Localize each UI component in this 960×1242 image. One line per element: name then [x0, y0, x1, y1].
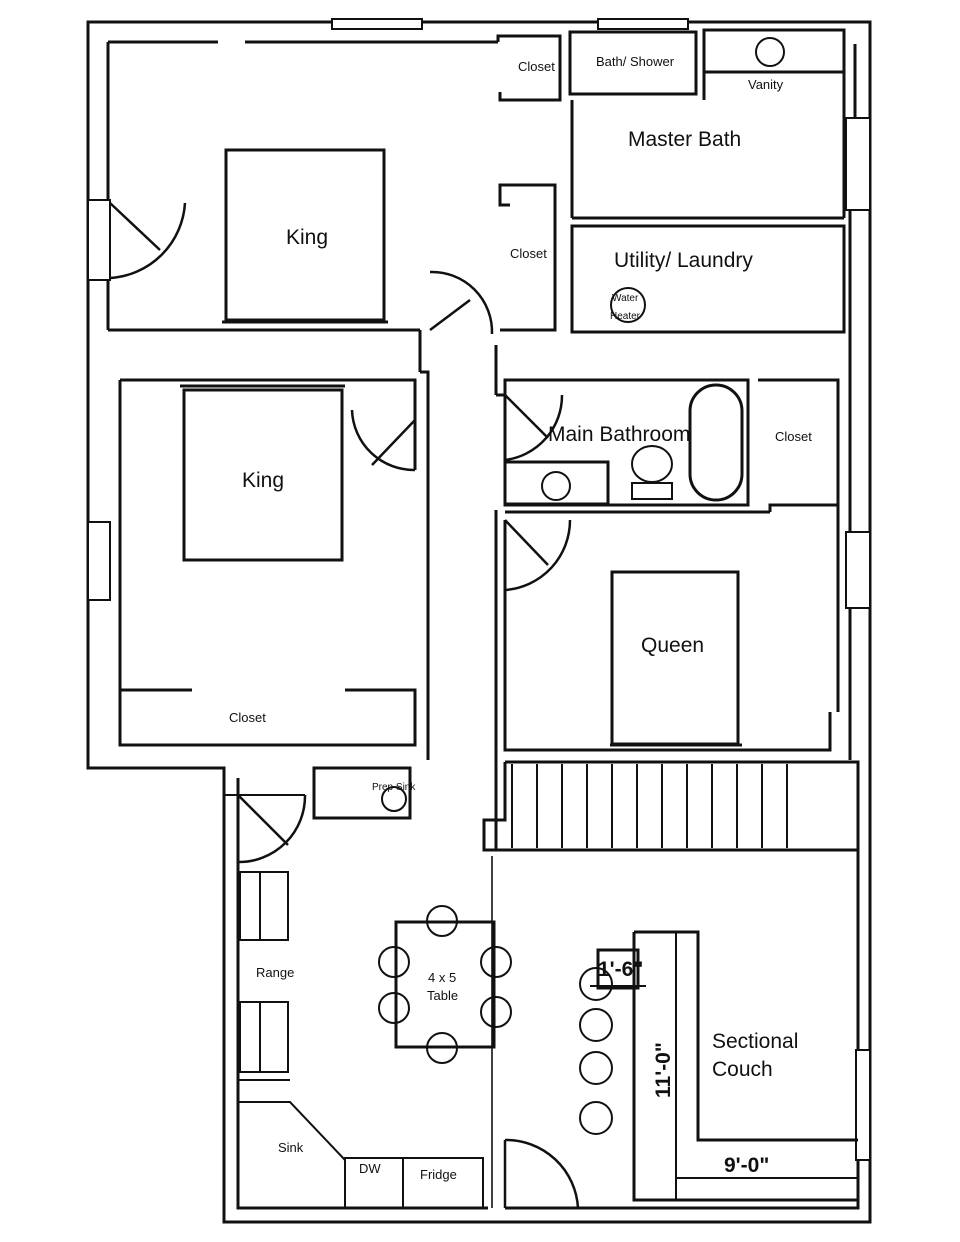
label-utility-laundry: Utility/ Laundry	[614, 249, 753, 272]
living-room	[491, 856, 858, 1209]
label-closet-mid: Closet	[510, 246, 547, 261]
dimension-horizontal: 9'-0"	[724, 1154, 769, 1177]
table-chairs	[378, 905, 512, 1064]
label-master-bath: Master Bath	[628, 128, 741, 151]
label-vanity: Vanity	[748, 77, 784, 92]
left-bedroom	[118, 378, 417, 747]
label-sink: Sink	[278, 1140, 304, 1155]
label-main-bathroom: Main Bathroom	[548, 423, 690, 446]
label-closet-top: Closet	[518, 59, 555, 74]
water-heater-icon	[610, 287, 646, 323]
master-suite	[568, 28, 846, 334]
hall-door-top	[429, 270, 494, 335]
label-water-heater-2: Heater	[610, 311, 641, 322]
couch-pillows	[579, 967, 613, 1135]
bath-sink-icon	[541, 471, 571, 501]
label-table-2: Table	[427, 988, 458, 1003]
label-bath-shower: Bath/ Shower	[596, 54, 675, 69]
labels: Closet Bath/ Shower Vanity Master Bath K…	[229, 54, 812, 1182]
chair-icon	[426, 905, 458, 937]
stair-treads	[511, 764, 788, 848]
chair-icon	[378, 946, 410, 978]
front-door	[503, 1138, 580, 1209]
dimensions: 1'-6" 11'-0" 9'-0"	[590, 958, 769, 1177]
kitchen	[224, 766, 512, 1209]
bedroom-door-top	[109, 202, 187, 280]
ottoman-icon	[579, 1051, 613, 1085]
bathtub-icon	[688, 383, 744, 502]
top-bedroom	[108, 34, 562, 335]
label-king-top: King	[286, 226, 328, 249]
outer-walls	[86, 20, 872, 1224]
dimension-small: 1'-6"	[598, 958, 643, 981]
dimension-vertical: 11'-0"	[652, 1042, 675, 1098]
prep-sink-icon	[381, 786, 407, 812]
label-prep-sink: Prep Sink	[372, 782, 416, 793]
label-water-heater-1: Water	[612, 293, 639, 304]
queen-bed	[610, 570, 740, 746]
label-fridge: Fridge	[420, 1167, 457, 1182]
windows	[87, 18, 871, 1161]
dining-table	[394, 920, 496, 1049]
chair-icon	[480, 996, 512, 1028]
label-closet-left: Closet	[229, 710, 266, 725]
toilet-icon	[631, 445, 673, 483]
king-bed-top	[224, 148, 386, 322]
kitchen-door	[237, 794, 307, 864]
queen-bedroom	[503, 378, 840, 752]
label-dw: DW	[359, 1161, 381, 1176]
hallway	[418, 330, 507, 850]
ottoman-icon	[579, 1101, 613, 1135]
label-sectional-2: Couch	[712, 1058, 773, 1081]
label-sectional-1: Sectional	[712, 1030, 798, 1053]
main-bathroom	[503, 378, 750, 507]
label-queen: Queen	[641, 634, 704, 657]
chair-icon	[480, 946, 512, 978]
label-range: Range	[256, 965, 294, 980]
label-king-left: King	[242, 469, 284, 492]
bedroom-door-left	[350, 409, 416, 472]
label-closet-right: Closet	[775, 429, 812, 444]
ottoman-icon	[579, 1008, 613, 1042]
chair-icon	[378, 992, 410, 1024]
label-table-1: 4 x 5	[428, 970, 456, 985]
vanity-sink-icon	[755, 37, 785, 67]
stairs	[482, 760, 860, 852]
chair-icon	[426, 1032, 458, 1064]
ottoman-icon	[579, 967, 613, 1001]
king-bed-left	[182, 388, 344, 562]
